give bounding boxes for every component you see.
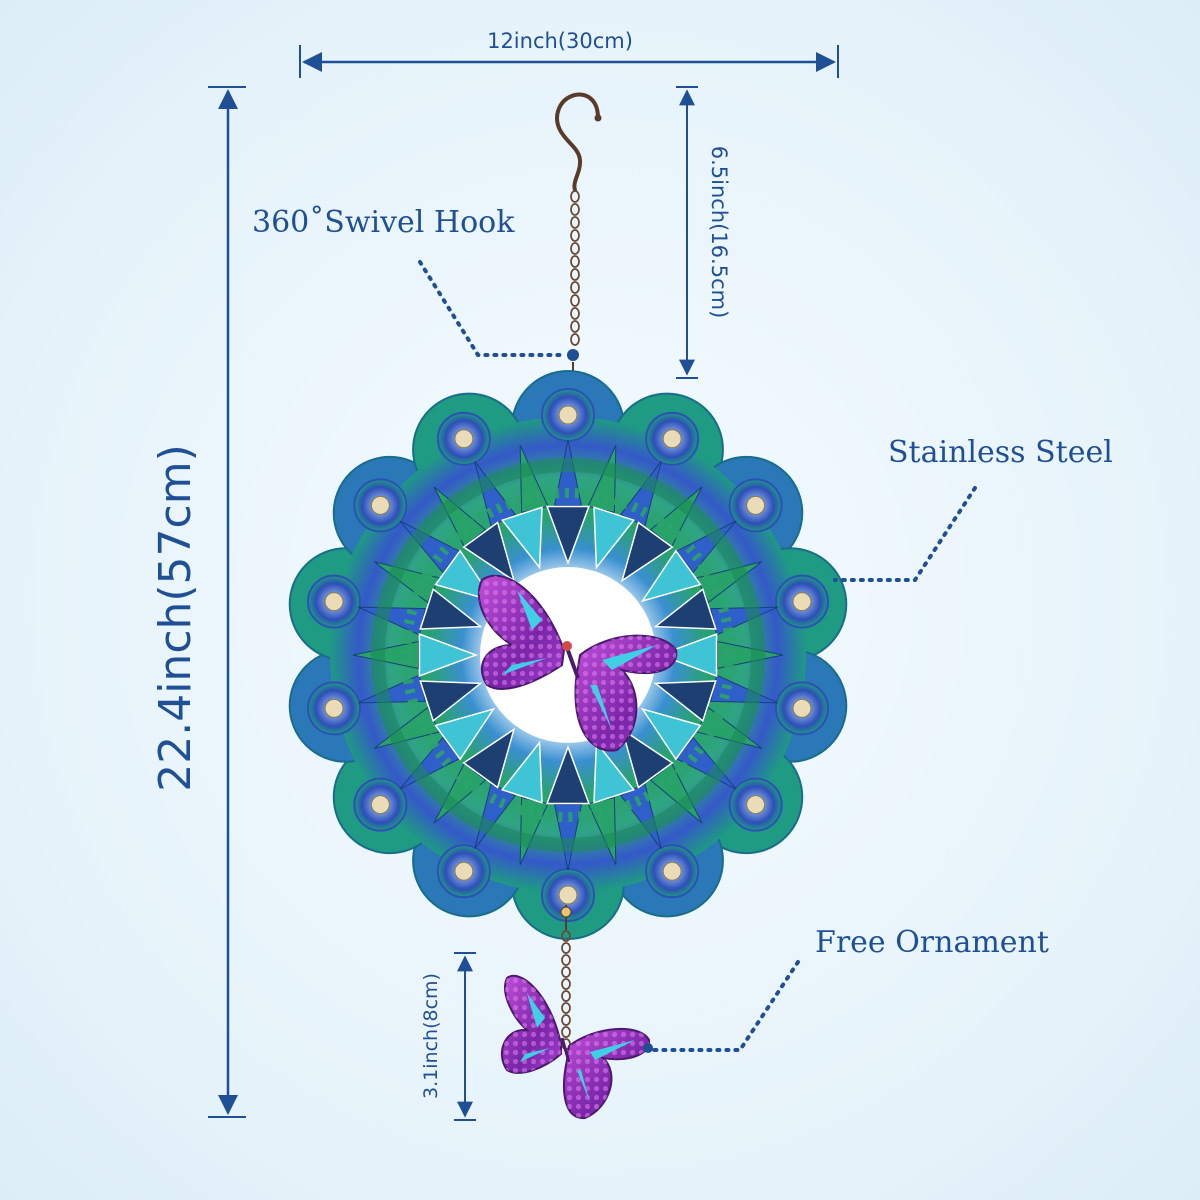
- hanging-chain: [570, 190, 580, 346]
- ornament-length-dimension: 3.1inch(8cm): [420, 952, 476, 1121]
- hook-callout-label: 360˚Swivel Hook: [252, 205, 515, 240]
- inner-petals: [418, 505, 718, 805]
- height-label: 22.4inch(57cm): [150, 444, 201, 792]
- hook-anchor-dot: [567, 349, 579, 361]
- ornament-butterfly: [500, 974, 651, 1120]
- ornament-length-label: 3.1inch(8cm): [420, 973, 442, 1099]
- rim-medallions: [307, 388, 829, 922]
- hook-length-label: 6.5inch(16.5cm): [707, 146, 731, 319]
- swivel-hook: [555, 92, 602, 192]
- ornament-callout: Free Ornament: [643, 925, 1049, 1053]
- hook-length-dimension: 6.5inch(16.5cm): [676, 86, 731, 379]
- width-label: 12inch(30cm): [487, 29, 633, 53]
- width-dimension: 12inch(30cm): [299, 29, 839, 78]
- material-callout-label: Stainless Steel: [888, 435, 1113, 470]
- hook-callout: 360˚Swivel Hook: [252, 205, 567, 357]
- spinner-disc: [288, 370, 848, 940]
- ornament-callout-label: Free Ornament: [815, 925, 1049, 960]
- height-dimension: 22.4inch(57cm): [150, 86, 246, 1118]
- material-callout: Stainless Steel: [833, 435, 1113, 582]
- center-butterfly: [477, 574, 678, 752]
- ornament-chain: [561, 930, 571, 1050]
